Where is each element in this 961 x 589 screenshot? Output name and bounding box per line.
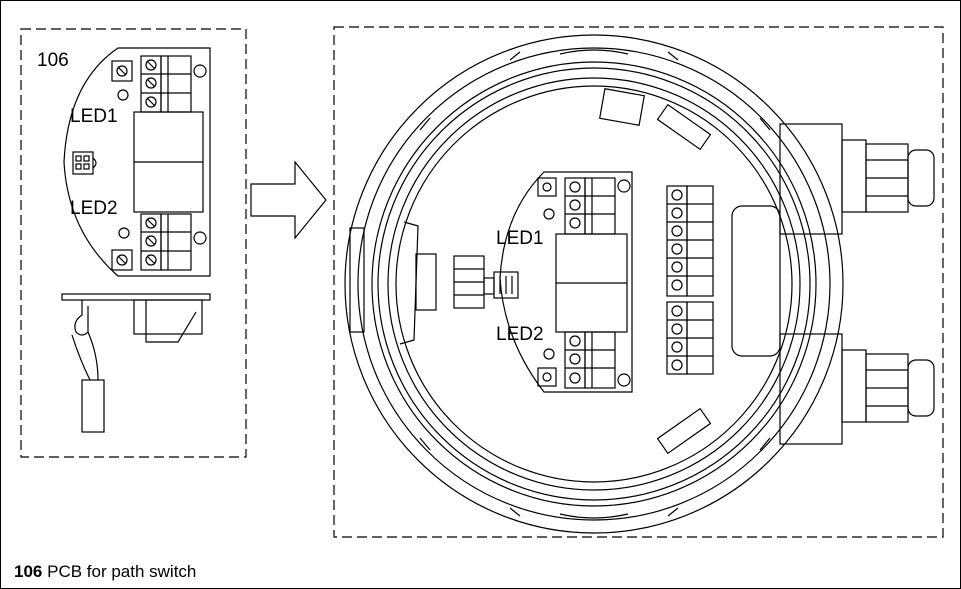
housing [344, 34, 844, 534]
reed-sensor [81, 379, 105, 433]
pcb-installed [453, 171, 633, 393]
led2-label-installed: LED2 [496, 324, 544, 345]
figure-caption: 106 PCB for path switch [14, 562, 196, 582]
led1-label-installed: LED1 [496, 228, 544, 249]
cable-gland-top [731, 123, 935, 357]
terminal-strip [666, 185, 714, 375]
pcb-detail [63, 47, 211, 277]
cable-gland-bottom [779, 333, 935, 445]
pcb-side-view [61, 293, 211, 433]
led2-label: LED2 [70, 198, 118, 219]
caption-number: 106 [14, 562, 43, 581]
led2-indicator [118, 227, 130, 239]
led1-label: LED1 [70, 106, 118, 127]
detail-box [20, 28, 247, 458]
reference-number: 106 [37, 50, 69, 71]
caption-text: PCB for path switch [47, 562, 197, 581]
led1-indicator [117, 89, 129, 101]
arrow-icon [250, 160, 327, 240]
housing-box [333, 26, 944, 538]
